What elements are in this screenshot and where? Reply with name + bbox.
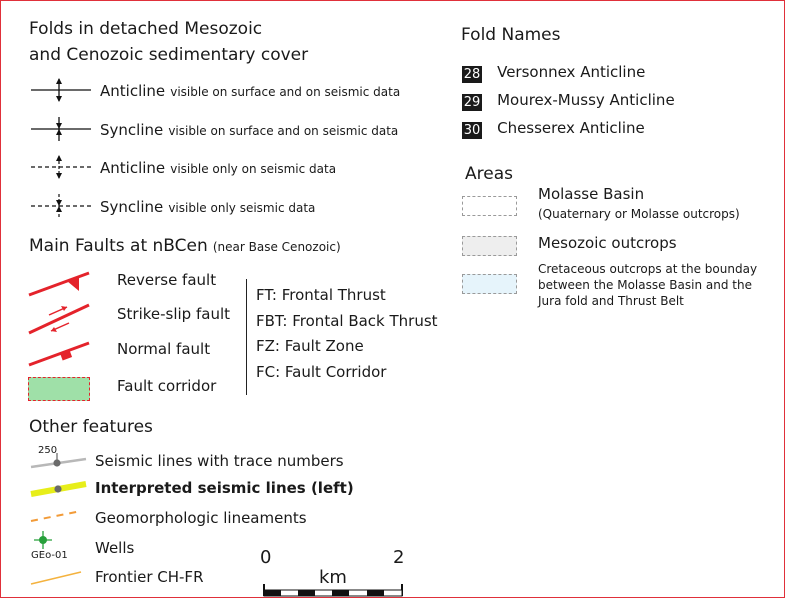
fold-item-1-name: Anticline xyxy=(100,82,166,100)
faults-heading-text: Main Faults at nBCen xyxy=(29,236,208,256)
fold-item-2-desc: visible on surface and on seismic data xyxy=(168,124,399,138)
fold-item-4-desc: visible only seismic data xyxy=(168,201,316,215)
reverse-fault-label: Reverse fault xyxy=(117,271,217,289)
anticline-seismic-symbol xyxy=(31,155,91,179)
molasse-basin-sub: (Quaternary or Molasse outcrops) xyxy=(538,207,740,221)
frontier-symbol xyxy=(30,571,82,585)
fold-item-4: Syncline visible only seismic data xyxy=(100,197,315,216)
fault-corridor-label: Fault corridor xyxy=(117,377,217,395)
scale-unit-label: km xyxy=(319,567,347,588)
well-symbol xyxy=(34,531,52,549)
interpreted-seismic-lines-label: Interpreted seismic lines (left) xyxy=(95,479,354,497)
fold-item-3: Anticline visible only on seismic data xyxy=(100,158,336,177)
molasse-basin-swatch xyxy=(462,196,517,216)
normal-fault-label: Normal fault xyxy=(117,340,211,358)
fold-item-2: Syncline visible on surface and on seism… xyxy=(100,120,398,139)
fold-name-item-28: 28 Versonnex Anticline xyxy=(462,63,645,83)
fold-name-label: Chesserex Anticline xyxy=(497,119,645,137)
frontier-label: Frontier CH-FR xyxy=(95,568,204,586)
cretaceous-line-2: between the Molasse Basin and the xyxy=(538,278,752,292)
faults-heading-note: (near Base Cenozoic) xyxy=(212,240,341,254)
abbrev-fbt: FBT: Frontal Back Thrust xyxy=(256,312,438,330)
fold-item-3-desc: visible only on seismic data xyxy=(170,162,337,176)
seismic-lines-label: Seismic lines with trace numbers xyxy=(95,452,344,470)
mesozoic-outcrops-title: Mesozoic outcrops xyxy=(538,234,677,252)
fold-name-item-30: 30 Chesserex Anticline xyxy=(462,119,645,139)
scale-bar xyxy=(263,584,403,597)
fold-number-badge: 28 xyxy=(462,66,482,83)
folds-heading-line2: and Cenozoic sedimentary cover xyxy=(29,45,309,65)
well-name-label: GEo-01 xyxy=(31,550,68,561)
fold-number-badge: 30 xyxy=(462,122,482,139)
molasse-basin-title: Molasse Basin xyxy=(538,185,645,203)
cretaceous-line-3: Jura fold and Thrust Belt xyxy=(538,294,684,308)
scale-max-label: 2 xyxy=(393,547,405,568)
anticline-surface-symbol xyxy=(31,78,91,102)
reverse-fault-symbol xyxy=(28,271,90,297)
strike-slip-fault-symbol xyxy=(28,303,90,335)
fold-names-heading: Fold Names xyxy=(461,25,561,45)
fold-number-badge: 29 xyxy=(462,94,482,111)
other-features-heading: Other features xyxy=(29,417,153,437)
fold-item-3-name: Anticline xyxy=(100,159,166,177)
seismic-trace-number: 250 xyxy=(38,445,58,456)
fold-item-4-name: Syncline xyxy=(100,198,164,216)
scale-min-label: 0 xyxy=(260,547,272,568)
faults-heading: Main Faults at nBCen (near Base Cenozoic… xyxy=(29,236,341,256)
interpreted-seismic-line-symbol xyxy=(30,481,87,497)
seismic-line-symbol xyxy=(30,453,87,469)
fold-name-label: Versonnex Anticline xyxy=(497,63,646,81)
areas-heading: Areas xyxy=(465,164,513,184)
mesozoic-outcrops-swatch xyxy=(462,236,517,256)
abbrev-fz: FZ: Fault Zone xyxy=(256,337,364,355)
fault-abbreviation-divider xyxy=(246,279,257,395)
abbrev-ft: FT: Frontal Thrust xyxy=(256,286,386,304)
fold-name-label: Mourex-Mussy Anticline xyxy=(497,91,675,109)
syncline-surface-symbol xyxy=(31,117,91,141)
fold-item-2-name: Syncline xyxy=(100,121,164,139)
geomorphologic-lineaments-label: Geomorphologic lineaments xyxy=(95,509,307,527)
fault-corridor-swatch xyxy=(28,377,90,401)
normal-fault-symbol xyxy=(28,341,90,367)
strike-slip-fault-label: Strike-slip fault xyxy=(117,305,230,323)
cretaceous-outcrops-swatch xyxy=(462,274,517,294)
syncline-seismic-symbol xyxy=(31,194,91,218)
abbrev-fc: FC: Fault Corridor xyxy=(256,363,387,381)
cretaceous-line-1: Cretaceous outcrops at the bounday xyxy=(538,262,758,276)
fold-item-1-desc: visible on surface and on seismic data xyxy=(170,85,401,99)
folds-heading-line1: Folds in detached Mesozoic xyxy=(29,19,263,39)
geomorphologic-lineament-symbol xyxy=(30,510,82,522)
fold-item-1: Anticline visible on surface and on seis… xyxy=(100,81,400,100)
wells-label: Wells xyxy=(95,539,135,557)
fold-name-item-29: 29 Mourex-Mussy Anticline xyxy=(462,91,675,111)
